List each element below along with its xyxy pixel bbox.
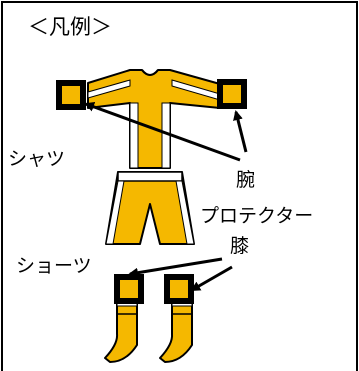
knee-pad-right-icon bbox=[164, 274, 194, 304]
elbow-pad-left-icon bbox=[56, 80, 86, 110]
arrow-to-right-knee bbox=[190, 265, 233, 292]
sock-right-icon bbox=[159, 299, 193, 363]
protector-label: プロテクター bbox=[200, 205, 313, 227]
shorts-label: ショーツ bbox=[16, 255, 92, 277]
shirt-icon bbox=[87, 69, 221, 169]
elbow-pad-right-icon bbox=[217, 79, 247, 109]
legend-title: ＜凡例＞ bbox=[28, 15, 112, 39]
sock-left-icon bbox=[104, 299, 138, 363]
arrow-to-left-elbow bbox=[84, 102, 241, 162]
knee-pad-left-icon bbox=[114, 274, 144, 304]
knee-label: 膝 bbox=[230, 235, 249, 257]
elbow-label: 腕 bbox=[236, 169, 255, 191]
shorts-icon bbox=[105, 171, 195, 245]
arrow-to-right-elbow bbox=[233, 110, 248, 153]
shirt-label: シャツ bbox=[8, 148, 65, 170]
arrow-to-left-knee bbox=[128, 257, 223, 278]
